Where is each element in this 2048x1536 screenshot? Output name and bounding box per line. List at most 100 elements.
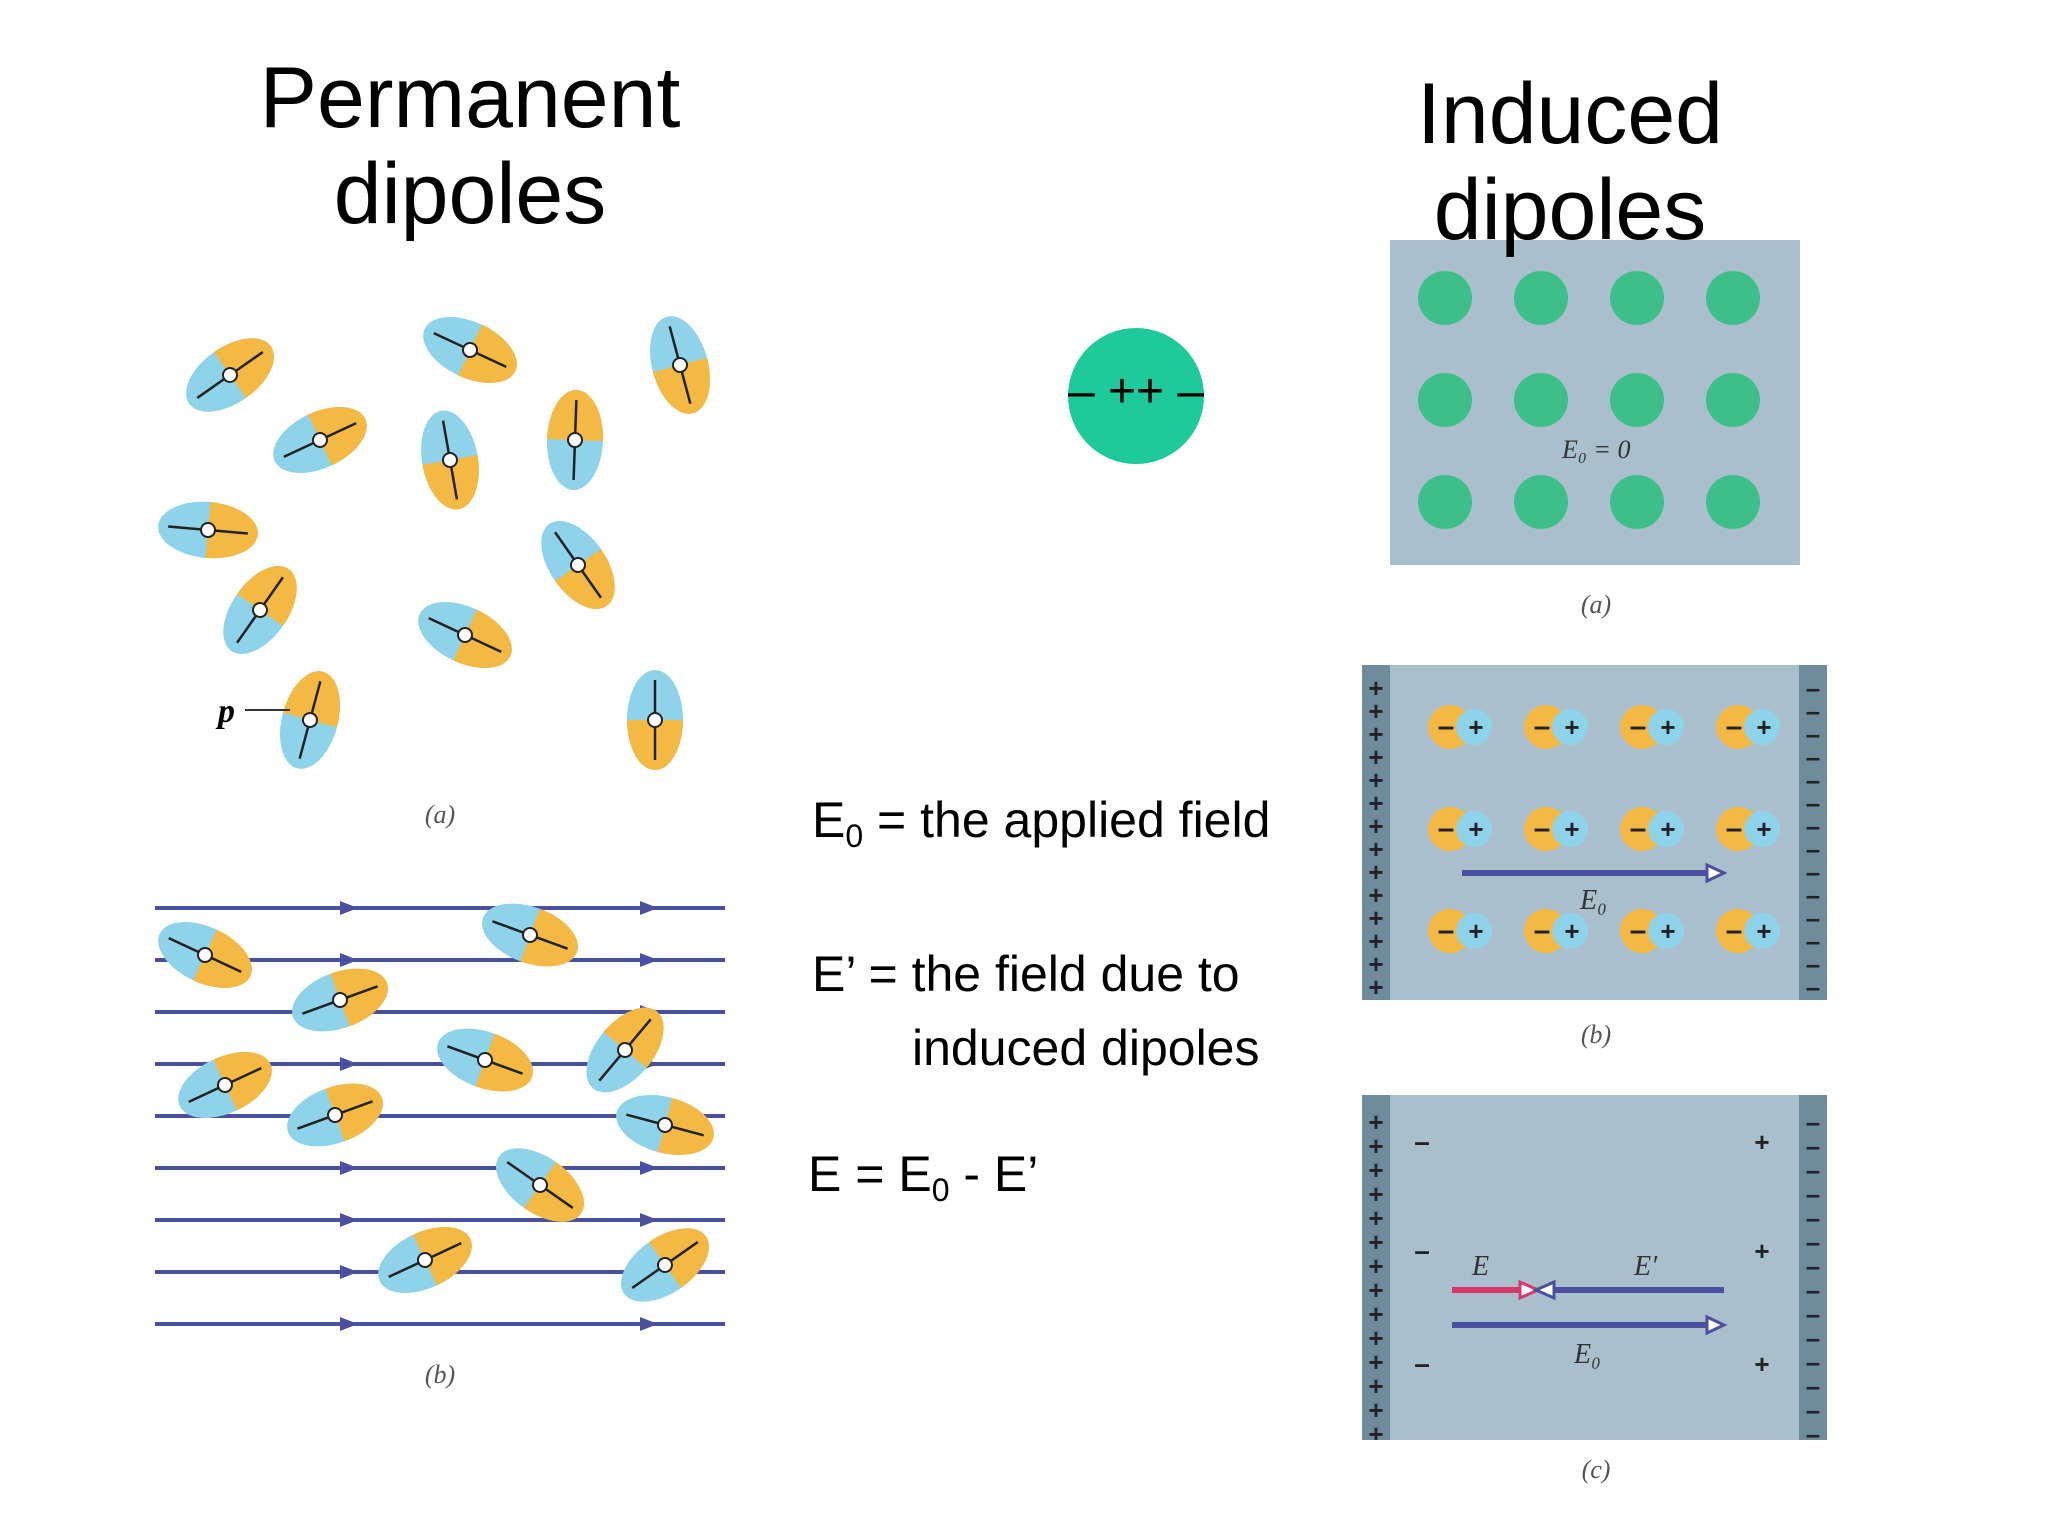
aligned-dipole [158, 921, 252, 989]
random-dipole [273, 406, 367, 474]
polarized-atom: –+ [1428, 807, 1492, 851]
plate-plus-sign: + [1368, 880, 1383, 910]
eq1-text: = the applied field [863, 792, 1271, 848]
eq3-sub: 0 [931, 1172, 950, 1208]
svg-text:+: + [1564, 712, 1579, 742]
equation-applied-field: E0 = the applied field [812, 790, 1270, 866]
caption-left-a: (a) [424, 800, 456, 829]
induced-field-label: E′ [1633, 1251, 1658, 1282]
random-dipole [186, 338, 274, 412]
plate-plus-sign: + [1368, 1419, 1383, 1440]
eq3-suffix: - E’ [949, 1146, 1039, 1202]
plate-minus-sign: – [1806, 1227, 1820, 1257]
plate-plus-sign: + [1368, 1275, 1383, 1305]
polarized-atom: –+ [1524, 909, 1588, 953]
svg-text:–: – [1630, 710, 1647, 743]
plate-plus-sign: + [1368, 1251, 1383, 1281]
field-line [155, 901, 725, 915]
plate-plus-sign: + [1368, 742, 1383, 772]
polarized-atom: –+ [1620, 909, 1684, 953]
plate-plus-sign: + [1368, 1203, 1383, 1233]
svg-text:–: – [1438, 914, 1455, 947]
plate-minus-sign: – [1806, 1371, 1820, 1401]
svg-text:–: – [1534, 812, 1551, 845]
svg-text:+: + [1468, 814, 1483, 844]
svg-text:+: + [1468, 916, 1483, 946]
aligned-dipole [287, 1083, 383, 1147]
surface-minus-charge: – [1414, 1235, 1430, 1266]
plate-minus-sign: – [1806, 903, 1820, 933]
plate-minus-sign: – [1806, 765, 1820, 795]
plate-plus-sign: + [1368, 1299, 1383, 1329]
polarized-atom: –+ [1428, 705, 1492, 749]
plate-plus-sign: + [1368, 949, 1383, 979]
plate-minus-sign: – [1806, 788, 1820, 818]
unpolarized-atom [1514, 373, 1568, 427]
svg-text:+: + [1468, 712, 1483, 742]
svg-text:+: + [1756, 916, 1771, 946]
plate-minus-sign: – [1806, 1155, 1820, 1185]
plate-plus-sign: + [1368, 673, 1383, 703]
plate-plus-sign: + [1368, 1323, 1383, 1353]
svg-text:+: + [1660, 814, 1675, 844]
random-dipole [418, 601, 512, 669]
random-dipole [421, 410, 479, 510]
field-line [155, 1317, 725, 1331]
field-line [155, 953, 725, 967]
plate-plus-sign: + [1368, 972, 1383, 1000]
caption-right-a: (a) [1580, 590, 1612, 619]
svg-text:+: + [1756, 814, 1771, 844]
unpolarized-atom [1706, 271, 1760, 325]
aligned-dipole [437, 1028, 533, 1092]
plate-plus-sign: + [1368, 834, 1383, 864]
net-field-label: E [1471, 1251, 1489, 1282]
aligned-dipole [586, 1007, 664, 1093]
polarized-atom: –+ [1620, 807, 1684, 851]
eq2-line2: induced dipoles [912, 1020, 1260, 1076]
unpolarized-atom [1610, 475, 1664, 529]
random-dipole [158, 501, 258, 559]
plate-plus-sign: + [1368, 1371, 1383, 1401]
plate-plus-sign: + [1368, 1395, 1383, 1425]
plate-minus-sign: – [1806, 1323, 1820, 1353]
polarized-atom: –+ [1716, 807, 1780, 851]
surface-minus-charge: – [1414, 1348, 1430, 1379]
surface-plus-charge: + [1754, 1349, 1769, 1379]
aligned-dipole [616, 1095, 714, 1155]
permanent-title-line1: Permanent [259, 50, 681, 146]
plate-minus-sign: – [1806, 1107, 1820, 1137]
plate-minus-sign: – [1806, 1203, 1820, 1233]
random-dipole [546, 390, 604, 490]
plate-plus-sign: + [1368, 811, 1383, 841]
polarized-atom: –+ [1524, 807, 1588, 851]
plate-minus-sign: – [1806, 1395, 1820, 1425]
plate-plus-sign: + [1368, 1155, 1383, 1185]
plate-plus-sign: + [1368, 1107, 1383, 1137]
induced-slab-net-field: +–+–+–+–+–+–+–+–+–+–+–+–+–+– –+–+–+ E E′… [1362, 1095, 1827, 1440]
plate-plus-sign: + [1368, 696, 1383, 726]
svg-text:+: + [1564, 916, 1579, 946]
caption-right-c: (c) [1581, 1455, 1611, 1484]
svg-text:–: – [1534, 710, 1551, 743]
applied-field-label-c: E₀ [1573, 1339, 1601, 1370]
random-dipole [223, 566, 297, 654]
unpolarized-atom [1418, 373, 1472, 427]
plate-minus-sign: – [1806, 742, 1820, 772]
unpolarized-atom [1706, 475, 1760, 529]
eq3-prefix: E = E [808, 1146, 932, 1202]
dipole-moment-label: p [215, 693, 235, 730]
polarized-atom: –+ [1620, 705, 1684, 749]
equation-total-field: E = E0 - E’ [808, 1144, 1038, 1220]
surface-plus-charge: + [1754, 1236, 1769, 1266]
unpolarized-atom [1418, 475, 1472, 529]
plate-plus-sign: + [1368, 926, 1383, 956]
induced-slab-no-field: E₀ = 0 [1390, 240, 1800, 565]
svg-text:–: – [1726, 812, 1743, 845]
plate-minus-sign: – [1806, 696, 1820, 726]
induced-title-line2: dipoles [1433, 162, 1707, 258]
random-dipole [280, 671, 340, 769]
plate-minus-sign: – [1806, 926, 1820, 956]
induced-dipoles-title: Induced dipoles [1350, 66, 1790, 258]
eq2-line1: E’ = the field due to [812, 946, 1240, 1002]
aligned-dipole [621, 1228, 709, 1302]
